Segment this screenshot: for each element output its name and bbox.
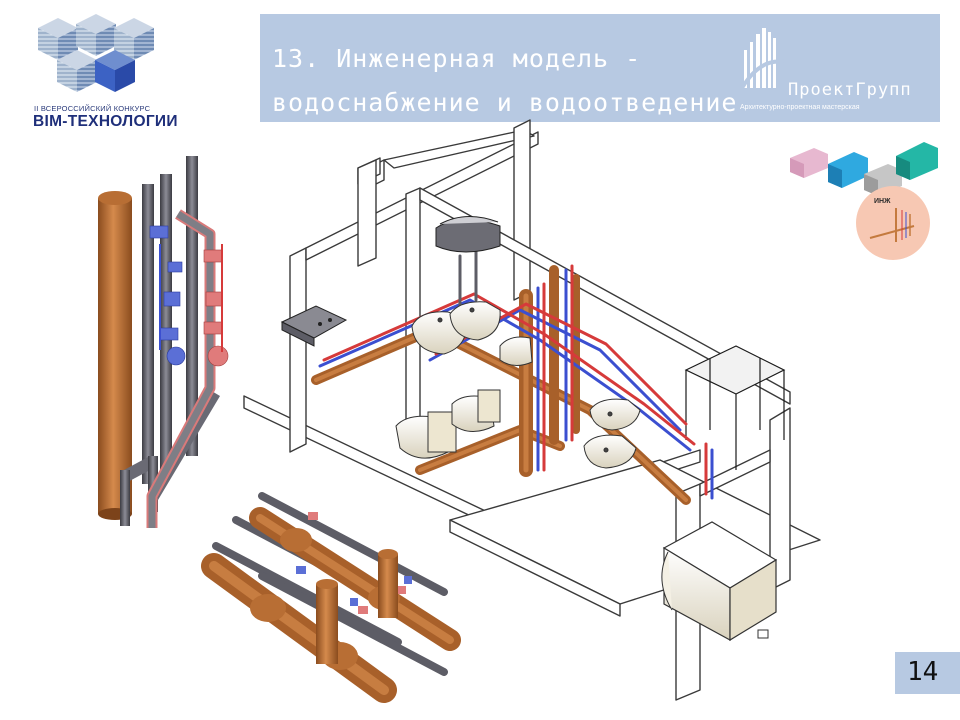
title-banner: 13. Инженерная модель - водоснабжение и …	[260, 14, 940, 122]
toilets	[395, 389, 501, 459]
manifold-group	[201, 492, 461, 703]
room-walls	[243, 119, 821, 701]
company-name: ПроектГрупп	[788, 80, 912, 100]
washbasins-center	[411, 301, 501, 355]
small-basin	[499, 336, 533, 366]
contest-line1: II ВСЕРОССИЙСКИЙ КОНКУРС	[34, 104, 151, 113]
stage-buildings-icon	[790, 142, 938, 196]
contest-line2: BIM-ТЕХНОЛОГИИ	[33, 113, 178, 130]
title-line1: 13. Инженерная модель -	[272, 44, 642, 73]
washbasins-right	[583, 398, 641, 469]
stage-circle	[856, 186, 930, 260]
company-bars-icon	[740, 28, 785, 88]
room-pipes	[311, 248, 714, 505]
riser-group	[98, 156, 229, 528]
contest-logo: II ВСЕРОССИЙСКИЙ КОНКУРС BIM-ТЕХНОЛОГИИ	[22, 10, 177, 130]
stage-label: ИНЖ	[874, 198, 891, 205]
page-number: 14	[907, 657, 939, 687]
company-logo: ПроектГрупп Архитектурно-проектная масте…	[734, 24, 934, 120]
stage-mep-icon	[869, 208, 915, 242]
title-line2: водоснабжение и водоотведение	[272, 88, 738, 117]
company-subtitle: Архитектурно-проектная мастерская	[740, 104, 860, 111]
bathtub	[661, 521, 778, 642]
stage-thumbnail: ИНЖ	[784, 134, 944, 260]
contest-cubes-icon	[38, 14, 154, 92]
sink-left	[280, 305, 348, 347]
page-number-box: 14	[895, 652, 960, 694]
sink-upper	[435, 216, 501, 253]
shower-cabin	[684, 345, 786, 470]
